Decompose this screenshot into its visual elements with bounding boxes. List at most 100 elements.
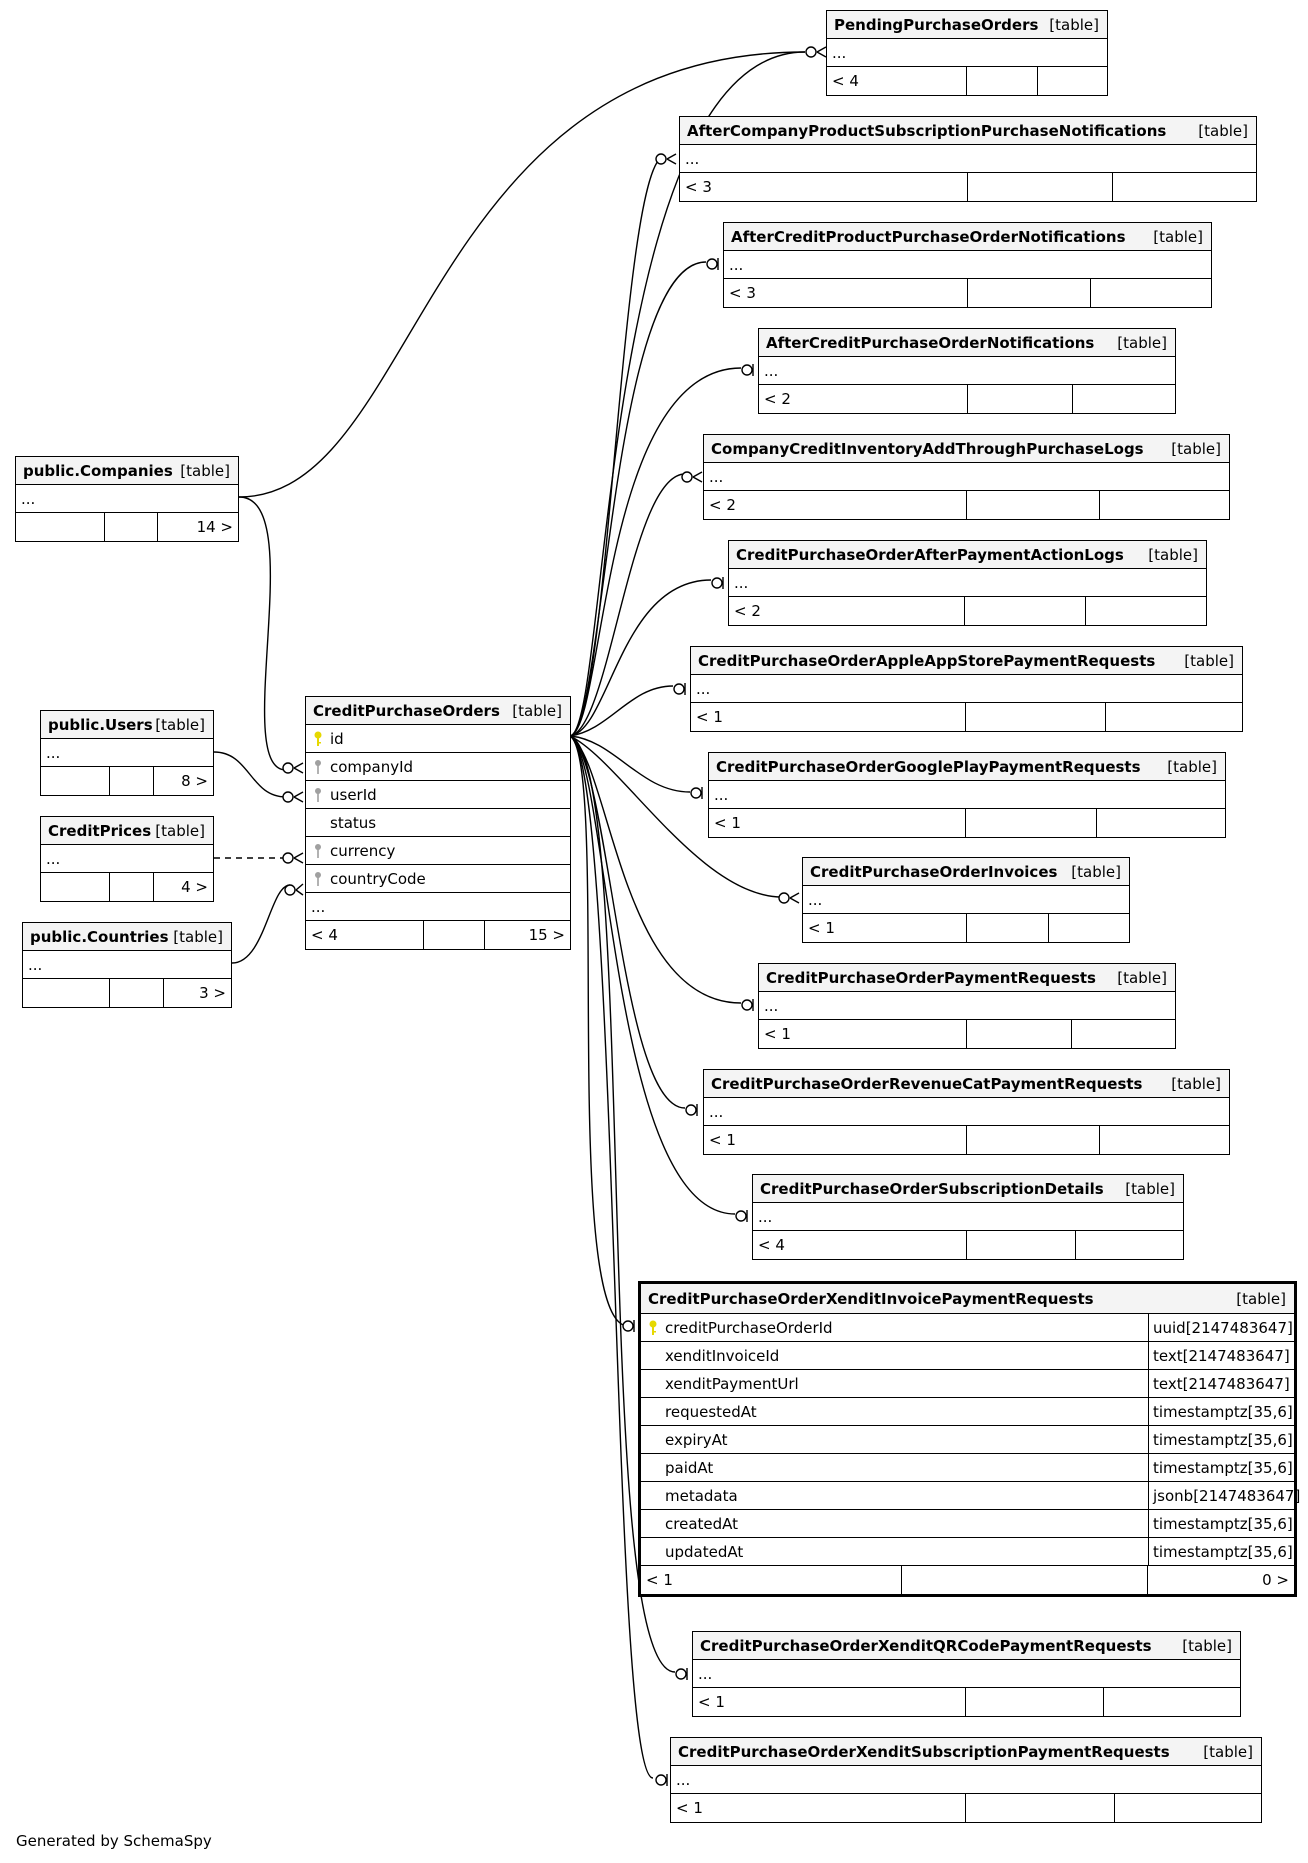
footer-cell [1072, 1020, 1175, 1048]
edge-to-after-company [569, 155, 666, 737]
columns-ellipsis: ... [46, 743, 61, 762]
footer-cell [1113, 173, 1256, 201]
column-name: id [330, 729, 344, 748]
table-title: CreditPurchaseOrderAppleAppStorePaymentR… [698, 651, 1156, 670]
columns-ellipsis: ... [714, 785, 729, 804]
column-type: timestamptz[35,6] [1148, 1426, 1294, 1453]
footer-cell [110, 979, 164, 1007]
columns-ellipsis: ... [808, 890, 823, 909]
footer-cell [1097, 809, 1225, 837]
column-name: userId [330, 785, 377, 804]
column-name: requestedAt [665, 1402, 757, 1421]
footer-cell [967, 1020, 1072, 1048]
edge-to-google [569, 735, 691, 793]
table-kind: [table] [1148, 545, 1198, 564]
table-after-credit-product-purchase-order[interactable]: AfterCreditProductPurchaseOrderNotificat… [723, 222, 1212, 308]
columns-ellipsis: ... [311, 897, 326, 916]
edge-companies-pending [238, 51, 806, 498]
footer-cell [967, 67, 1038, 95]
table-after-company-product-subscription[interactable]: AfterCompanyProductSubscriptionPurchaseN… [679, 116, 1257, 202]
table-revenuecat-payment-requests[interactable]: CreditPurchaseOrderRevenueCatPaymentRequ… [703, 1069, 1230, 1155]
table-title: CreditPurchaseOrderPaymentRequests [766, 968, 1096, 987]
table-xendit-subscription-payment-requests[interactable]: CreditPurchaseOrderXenditSubscriptionPay… [670, 1737, 1262, 1823]
column-type: timestamptz[35,6] [1148, 1454, 1294, 1481]
footer-cell [967, 1231, 1076, 1259]
column-type: jsonb[2147483647] [1148, 1482, 1300, 1509]
table-credit-prices[interactable]: CreditPrices[table] ... 4 > [40, 816, 214, 902]
footer-cell: < 1 [671, 1794, 966, 1822]
columns-ellipsis: ... [832, 43, 847, 62]
columns-ellipsis: ... [28, 955, 43, 974]
table-xendit-qrcode-payment-requests[interactable]: CreditPurchaseOrderXenditQRCodePaymentRe… [692, 1631, 1241, 1717]
table-credit-purchase-order-invoices[interactable]: CreditPurchaseOrderInvoices[table] ... <… [802, 857, 1130, 943]
footer-cell: < 2 [759, 385, 968, 413]
footer-cell [966, 1688, 1104, 1716]
table-after-credit-purchase-order[interactable]: AfterCreditPurchaseOrderNotifications[ta… [758, 328, 1176, 414]
table-kind: [table] [1153, 227, 1203, 246]
foreign-key-icon [308, 759, 328, 775]
footer-cell [41, 767, 110, 795]
footer-cell: < 1 [693, 1688, 966, 1716]
edge-users-orders [213, 751, 287, 798]
edge-to-subscription [569, 735, 736, 1215]
columns-ellipsis: ... [685, 149, 700, 168]
table-xendit-invoice-payment-requests[interactable]: CreditPurchaseOrderXenditInvoicePaymentR… [638, 1281, 1300, 1597]
footer-cell: < 4 [827, 67, 967, 95]
edge-to-xendit-qr [569, 735, 676, 1673]
table-credit-purchase-orders[interactable]: CreditPurchaseOrders[table] id companyId… [305, 696, 571, 950]
footer-cell [968, 279, 1091, 307]
table-company-credit-inventory-logs[interactable]: CompanyCreditInventoryAddThroughPurchase… [703, 434, 1230, 520]
footer-cell: 14 > [196, 518, 233, 536]
footer-cell: 0 > [1262, 1571, 1289, 1589]
table-after-payment-action-logs[interactable]: CreditPurchaseOrderAfterPaymentActionLog… [728, 540, 1207, 626]
table-public-countries[interactable]: public.Countries[table] ... 3 > [22, 922, 232, 1008]
columns-ellipsis: ... [698, 1664, 713, 1683]
table-kind: [table] [1184, 651, 1234, 670]
column-name: metadata [665, 1486, 738, 1505]
table-title: public.Users [48, 715, 153, 734]
column-name: updatedAt [665, 1542, 744, 1561]
footer-cell [1100, 491, 1229, 519]
column-type: text[2147483647] [1148, 1370, 1294, 1397]
footer-cell [1091, 279, 1211, 307]
edge-to-xendit-sub [569, 735, 654, 1779]
table-credit-purchase-order-payment-requests[interactable]: CreditPurchaseOrderPaymentRequests[table… [758, 963, 1176, 1049]
column-name: status [330, 813, 377, 832]
table-kind: [table] [1182, 1636, 1232, 1655]
table-title: CreditPurchaseOrderGooglePlayPaymentRequ… [716, 757, 1141, 776]
table-kind: [table] [512, 701, 562, 720]
edge-to-invoices [569, 735, 783, 898]
edge-to-payreq [569, 735, 742, 1004]
columns-ellipsis: ... [46, 849, 61, 868]
column-row: id [306, 725, 570, 753]
columns-ellipsis: ... [709, 1102, 724, 1121]
table-subscription-details[interactable]: CreditPurchaseOrderSubscriptionDetails[t… [752, 1174, 1184, 1260]
table-pending-purchase-orders[interactable]: PendingPurchaseOrders[table] ... < 4 [826, 10, 1108, 96]
table-title: CreditPurchaseOrderXenditQRCodePaymentRe… [700, 1636, 1152, 1655]
footer-cell [1076, 1231, 1183, 1259]
table-public-companies[interactable]: public.Companies[table] ... 14 > [15, 456, 239, 542]
table-public-users[interactable]: public.Users[table] ... 8 > [40, 710, 214, 796]
columns-ellipsis: ... [758, 1207, 773, 1226]
footer-cell [966, 703, 1106, 731]
footer-cell [1100, 1126, 1229, 1154]
footer-cell [967, 1126, 1100, 1154]
edge-to-pending [569, 51, 806, 737]
foreign-key-icon [308, 787, 328, 803]
table-title: AfterCreditPurchaseOrderNotifications [766, 333, 1095, 352]
generated-by-note: Generated by SchemaSpy [16, 1832, 212, 1850]
footer-cell: < 2 [704, 491, 967, 519]
footer-cell [902, 1566, 1148, 1594]
table-title: CompanyCreditInventoryAddThroughPurchase… [711, 439, 1144, 458]
table-google-play-payment-requests[interactable]: CreditPurchaseOrderGooglePlayPaymentRequ… [708, 752, 1226, 838]
table-kind: [table] [155, 821, 205, 840]
footer-cell: < 4 [306, 921, 424, 949]
column-name: creditPurchaseOrderId [665, 1318, 833, 1337]
table-kind: [table] [1167, 757, 1217, 776]
table-kind: [table] [1071, 862, 1121, 881]
footer-cell [1073, 385, 1175, 413]
table-apple-app-store-payment-requests[interactable]: CreditPurchaseOrderAppleAppStorePaymentR… [690, 646, 1243, 732]
